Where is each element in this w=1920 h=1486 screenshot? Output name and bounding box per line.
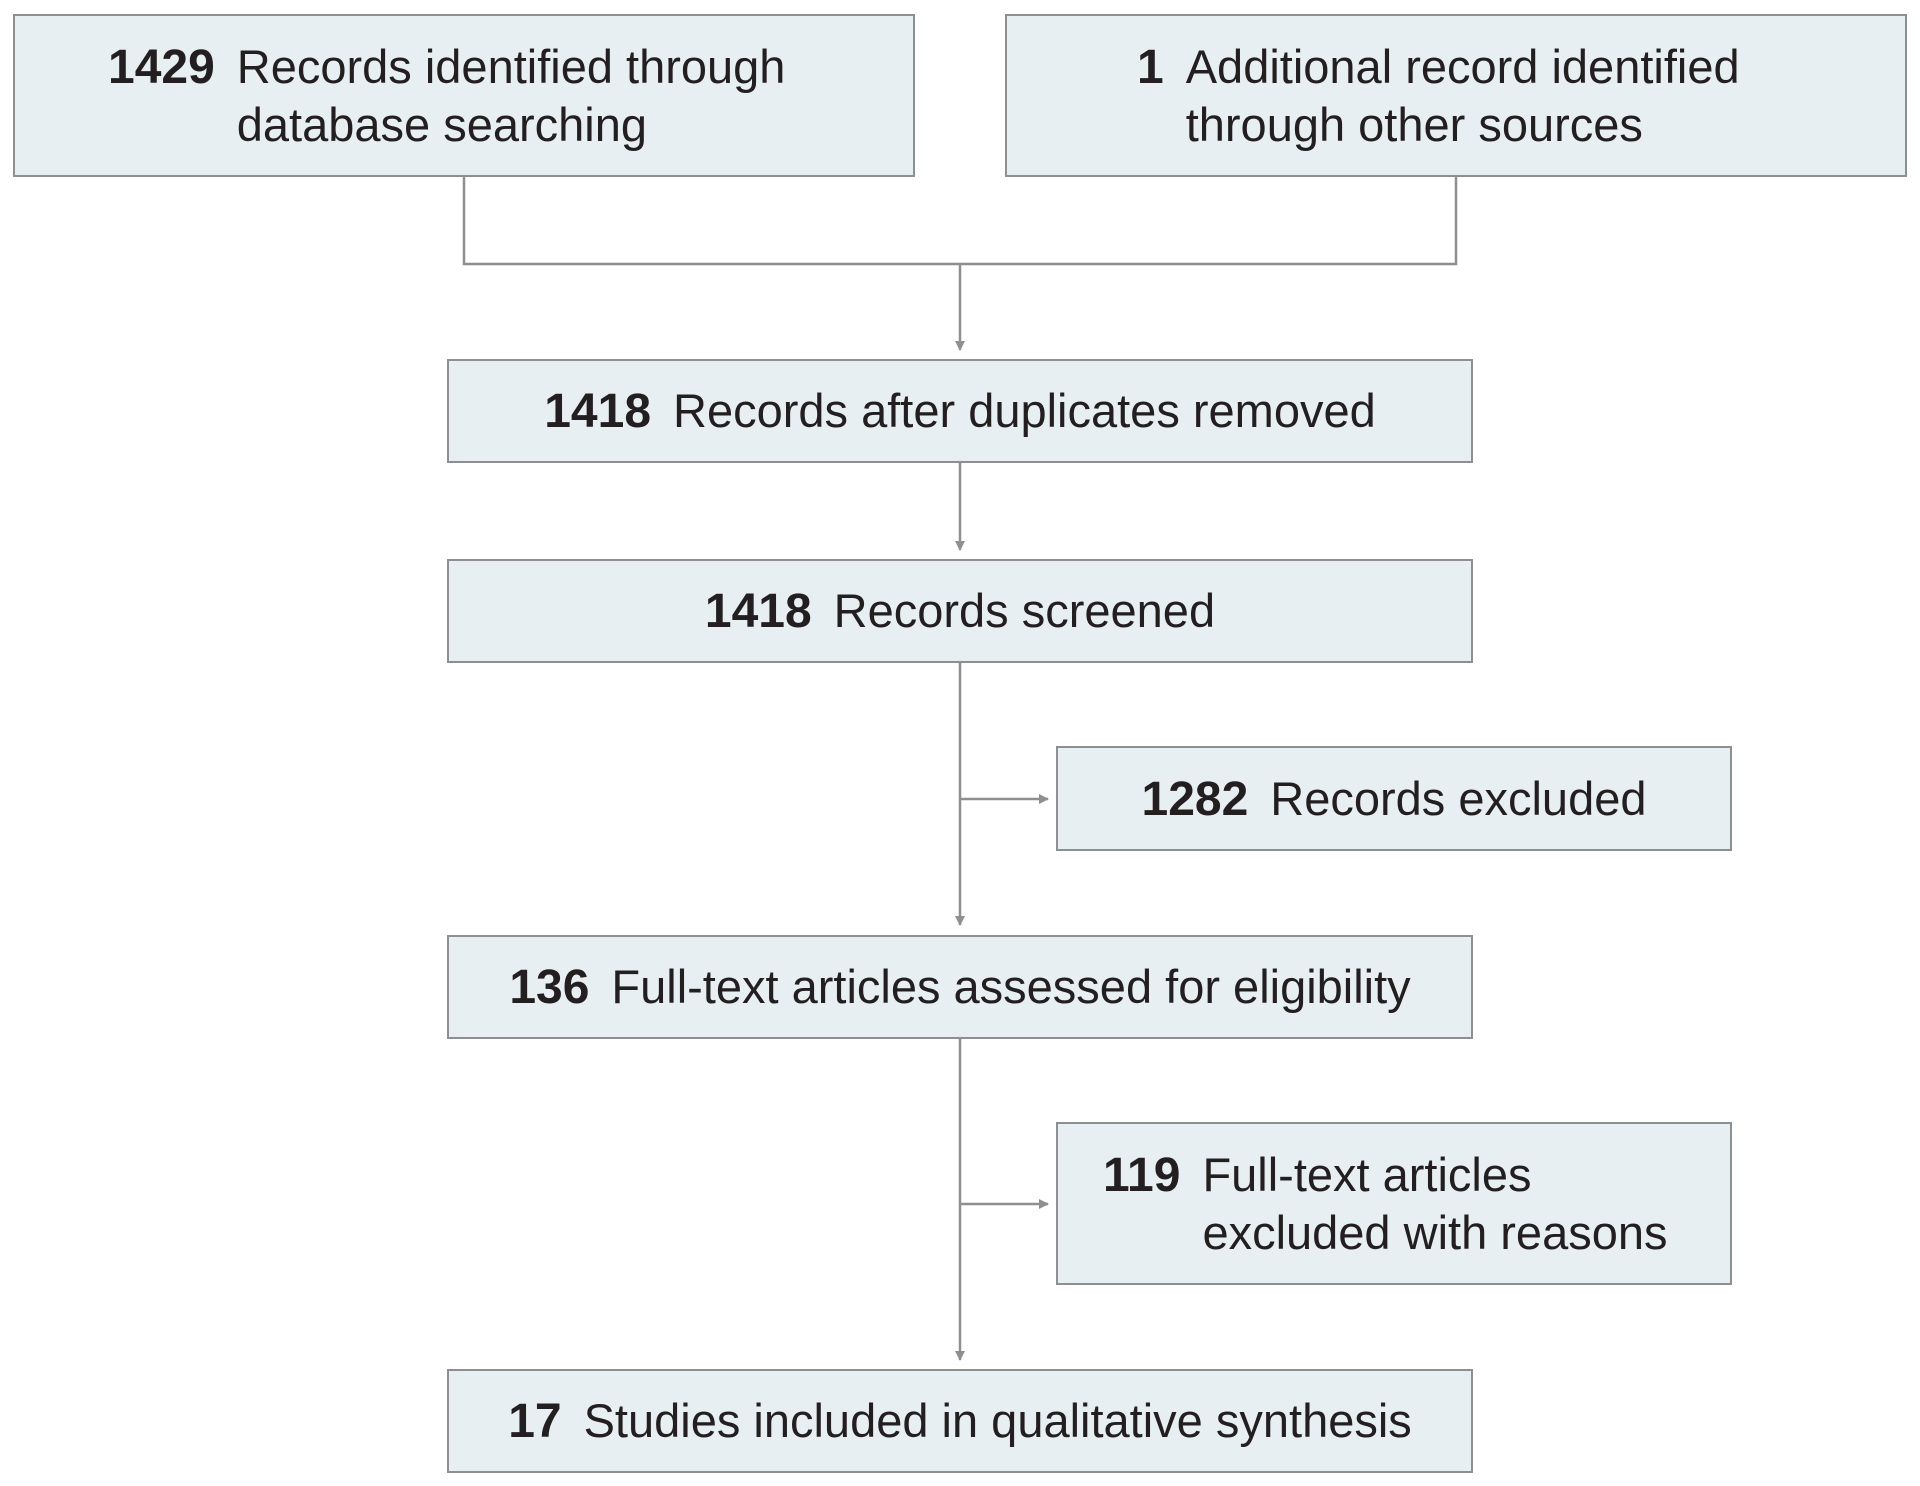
box-after-duplicates: 1418 Records after duplicates removed (447, 359, 1473, 463)
box-other-sources: 1 Additional record identified through o… (1005, 14, 1907, 177)
label-fulltext-excluded-line1: Full-text articles (1202, 1147, 1532, 1201)
label-other-sources-line1: Additional record identified (1185, 39, 1740, 93)
label-records-excluded: Records excluded (1270, 771, 1647, 825)
label-studies-included: Studies included in qualitative synthesi… (583, 1394, 1412, 1447)
label-fulltext-excluded-line2: excluded with reasons (1202, 1205, 1668, 1259)
label-database-searching-line1: Records identified through (236, 39, 786, 93)
count-records-screened: 1418 (704, 585, 812, 638)
merge-connector (462, 177, 1458, 266)
count-after-duplicates: 1418 (544, 385, 652, 438)
label-database-searching-line2: database searching (236, 97, 648, 151)
label-after-duplicates: Records after duplicates removed (673, 384, 1376, 437)
label-records-screened: Records screened (833, 584, 1216, 637)
box-eligibility: 136 Full-text articles assessed for elig… (447, 935, 1473, 1039)
box-records-screened: 1418 Records screened (447, 559, 1473, 663)
count-fulltext-excluded: 119 (1103, 1148, 1181, 1202)
box-records-excluded: 1282 Records excluded (1056, 746, 1732, 851)
label-eligibility: Full-text articles assessed for eligibil… (611, 960, 1411, 1013)
count-database-searching: 1429 (108, 40, 215, 94)
count-eligibility: 136 (509, 961, 590, 1014)
count-other-sources: 1 (1137, 40, 1164, 94)
box-studies-included: 17 Studies included in qualitative synth… (447, 1369, 1473, 1473)
count-studies-included: 17 (508, 1395, 562, 1448)
box-fulltext-excluded: 119 Full-text articles excluded with rea… (1056, 1122, 1732, 1285)
count-records-excluded: 1282 (1141, 772, 1249, 826)
box-database-searching: 1429 Records identified through database… (13, 14, 915, 177)
label-other-sources-line2: through other sources (1185, 97, 1643, 151)
